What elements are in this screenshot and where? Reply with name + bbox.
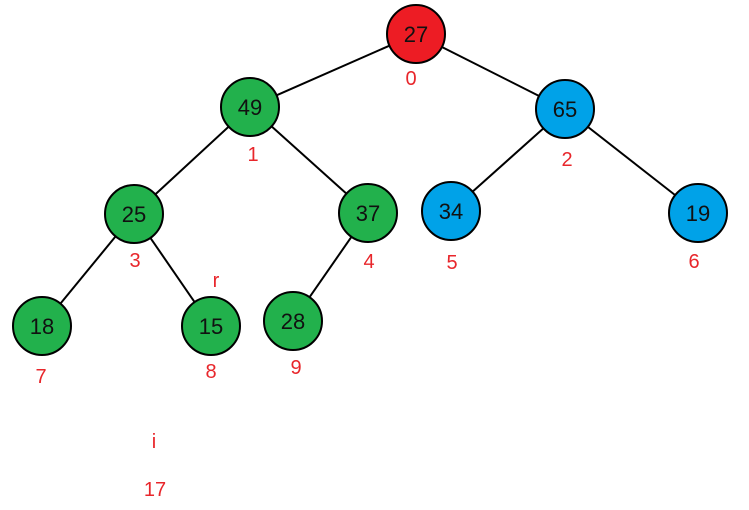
node-value: 49 [238, 95, 262, 120]
node-index: 3 [129, 250, 140, 272]
node-index: 4 [363, 251, 374, 273]
r-label: r [213, 270, 220, 292]
node-circle [263, 291, 323, 351]
nodes-layer: 27 0 49 1 65 2 25 3 37 4 34 5 19 6 18 7 15 8 28 9 [12, 4, 728, 388]
node-value: 65 [553, 97, 577, 122]
node-value: 18 [30, 314, 54, 339]
edge-25-15 [149, 237, 196, 303]
node-index: 2 [561, 149, 572, 171]
node-index: 1 [247, 144, 258, 166]
tree-node: 15 8 [181, 296, 241, 383]
node-circle [181, 296, 241, 356]
node-index: 7 [35, 366, 46, 388]
node-index: 9 [290, 357, 301, 379]
node-value: 19 [686, 201, 710, 226]
edge-65-34 [471, 127, 545, 193]
i-label: i [152, 431, 156, 453]
node-circle [338, 183, 398, 243]
node-value: 25 [122, 202, 146, 227]
tree-node: 34 5 [421, 181, 481, 274]
node-value: 37 [356, 201, 380, 226]
node-index: 0 [405, 68, 416, 90]
node-index: 5 [446, 252, 457, 274]
node-value: 15 [199, 314, 223, 339]
node-circle [386, 4, 446, 64]
edges-layer [59, 44, 676, 305]
node-index: 6 [688, 251, 699, 273]
tree-node: 37 4 [338, 183, 398, 273]
node-value: 27 [404, 22, 428, 47]
node-index: 8 [205, 361, 216, 383]
node-value: 28 [281, 309, 305, 334]
node-circle [535, 79, 595, 139]
tree-node: 18 7 [12, 296, 72, 388]
node-circle [12, 296, 72, 356]
tree-node: 27 0 [386, 4, 446, 90]
tree-node: 25 3 [104, 184, 164, 272]
tree-node: 49 1 [220, 77, 280, 166]
edge-25-18 [59, 235, 117, 305]
edge-49-25 [154, 125, 230, 196]
node-circle [220, 77, 280, 137]
node-circle [421, 181, 481, 241]
edge-27-65 [441, 46, 540, 97]
tree-node: 65 2 [535, 79, 595, 171]
edge-65-19 [587, 126, 676, 196]
tree-node: 28 9 [263, 291, 323, 379]
i-value: 17 [144, 479, 166, 501]
edge-37-28 [308, 236, 353, 298]
edge-49-37 [270, 125, 348, 195]
node-circle [668, 183, 728, 243]
edge-27-49 [276, 44, 390, 97]
node-circle [104, 184, 164, 244]
node-value: 34 [439, 199, 463, 224]
tree-node: 19 6 [668, 183, 728, 273]
